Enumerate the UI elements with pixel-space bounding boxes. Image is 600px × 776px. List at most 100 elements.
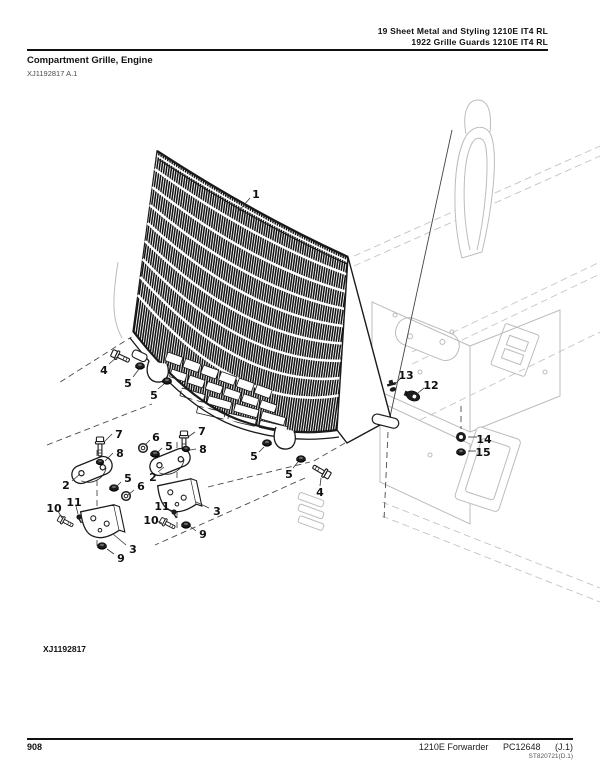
grille bbox=[129, 149, 400, 450]
page-header-right: 19 Sheet Metal and Styling 1210E IT4 RL … bbox=[378, 26, 548, 48]
nut-icon bbox=[455, 448, 467, 456]
callout-label-9: 9 bbox=[199, 528, 207, 541]
callout-label-14: 14 bbox=[476, 433, 492, 446]
callout-leader-7 bbox=[187, 431, 196, 438]
bolt-icon bbox=[158, 516, 177, 532]
nut-icon bbox=[295, 455, 307, 463]
callout-label-3: 3 bbox=[129, 543, 137, 556]
header-rule bbox=[27, 49, 548, 51]
callout-label-7: 7 bbox=[198, 425, 206, 438]
callout-leader-2 bbox=[157, 466, 165, 473]
washer-icon bbox=[120, 490, 132, 502]
callout-leader-8 bbox=[189, 448, 197, 451]
figure-label: XJ1192817 bbox=[43, 644, 87, 654]
nut-icon bbox=[161, 377, 173, 385]
callout-leader-4 bbox=[319, 477, 322, 487]
callout-leader-3 bbox=[195, 501, 210, 509]
nut-icon bbox=[134, 362, 146, 370]
callout-leader-5 bbox=[157, 447, 163, 453]
callout-leader-10 bbox=[57, 510, 63, 519]
callout-leader-13 bbox=[393, 377, 402, 386]
callout-label-1: 1 bbox=[252, 188, 260, 201]
callout-label-10: 10 bbox=[143, 514, 159, 527]
header-line-1: 19 Sheet Metal and Styling 1210E IT4 RL bbox=[377, 26, 548, 36]
footer-catalog: PC12648 bbox=[502, 742, 541, 752]
nut-icon bbox=[96, 542, 108, 550]
callout-label-2: 2 bbox=[149, 471, 157, 484]
callout-leader-12 bbox=[417, 387, 425, 394]
callout-label-12: 12 bbox=[423, 379, 438, 392]
callout-leader-11 bbox=[165, 507, 173, 513]
section-title: Compartment Grille, Engine bbox=[27, 55, 153, 66]
callout-leader-6 bbox=[127, 489, 135, 496]
grommet-icon bbox=[403, 390, 421, 402]
callout-leader-5 bbox=[132, 368, 140, 378]
callout-leader-5 bbox=[115, 481, 122, 488]
rivet-icon bbox=[75, 513, 83, 524]
callout-label-11: 11 bbox=[66, 496, 81, 509]
callout-label-6: 6 bbox=[152, 431, 160, 444]
footer-model: 1210E Forwarder bbox=[418, 742, 489, 752]
footer-publication: 1210E Forwarder PC12648 (J.1) bbox=[419, 742, 573, 752]
callout-leader-4 bbox=[108, 356, 118, 365]
callout-label-6: 6 bbox=[137, 480, 145, 493]
callout-leader-9 bbox=[106, 548, 115, 555]
callout-label-8: 8 bbox=[199, 443, 207, 456]
callout-label-9: 9 bbox=[117, 552, 125, 565]
bracket-part3-left bbox=[79, 503, 126, 542]
fasteners bbox=[56, 348, 467, 550]
callout-label-7: 7 bbox=[115, 428, 123, 441]
footer-page-number: 908 bbox=[27, 742, 43, 752]
washer-icon bbox=[456, 432, 466, 442]
header-line-2: 1922 Grille Guards 1210E IT4 RL bbox=[411, 37, 548, 47]
bolt-icon bbox=[310, 462, 333, 481]
callout-leader-7 bbox=[103, 433, 113, 443]
nut-icon bbox=[95, 458, 105, 466]
clip-icon bbox=[386, 379, 397, 392]
callout-leader-5 bbox=[258, 446, 265, 453]
callout-leader-11 bbox=[75, 505, 79, 515]
callout-label-8: 8 bbox=[116, 447, 124, 460]
callout-label-5: 5 bbox=[165, 440, 173, 453]
callout-leader-5 bbox=[157, 383, 165, 390]
bolt-icon bbox=[109, 348, 132, 366]
callout-label-5: 5 bbox=[250, 450, 258, 463]
callout-leader-10 bbox=[155, 520, 163, 524]
callout-label-5: 5 bbox=[124, 472, 132, 485]
callout-leader-5 bbox=[292, 461, 299, 469]
rivet-icon bbox=[170, 508, 178, 519]
callout-leader-8 bbox=[104, 452, 114, 462]
grille-band-separators bbox=[136, 167, 348, 399]
footer-stamp: ST820721(D.1) bbox=[528, 753, 573, 760]
section-code: XJ1192817 A.1 bbox=[27, 69, 78, 78]
callout-leader-3 bbox=[112, 533, 127, 546]
callout-label-11: 11 bbox=[154, 500, 169, 513]
footer-revision: (J.1) bbox=[555, 742, 573, 752]
callout-label-4: 4 bbox=[100, 364, 108, 377]
bolt-icon bbox=[56, 514, 75, 530]
nut-icon bbox=[181, 445, 191, 453]
grille-lower-slots bbox=[164, 351, 288, 434]
footer-rule bbox=[27, 738, 573, 740]
washer-icon bbox=[137, 442, 149, 454]
callout-leader-9 bbox=[190, 526, 197, 532]
callout-label-5: 5 bbox=[124, 377, 132, 390]
callout-label-15: 15 bbox=[475, 446, 490, 459]
callout-label-4: 4 bbox=[316, 486, 324, 499]
callout-leader-6 bbox=[144, 439, 151, 446]
callout-label-13: 13 bbox=[398, 369, 413, 382]
callout-label-2: 2 bbox=[62, 479, 70, 492]
bracket-part2-left bbox=[68, 453, 117, 490]
grille-side-panel bbox=[336, 256, 392, 444]
callout-label-5: 5 bbox=[285, 468, 293, 481]
callout-leader-1 bbox=[237, 197, 251, 213]
grille-tabs bbox=[131, 349, 400, 450]
chassis-sketch bbox=[113, 99, 600, 603]
callout-label-5: 5 bbox=[150, 389, 158, 402]
callout-label-10: 10 bbox=[46, 502, 62, 515]
nut-icon bbox=[261, 439, 273, 447]
callout-leader-2 bbox=[71, 473, 81, 482]
nut-icon bbox=[180, 521, 192, 529]
